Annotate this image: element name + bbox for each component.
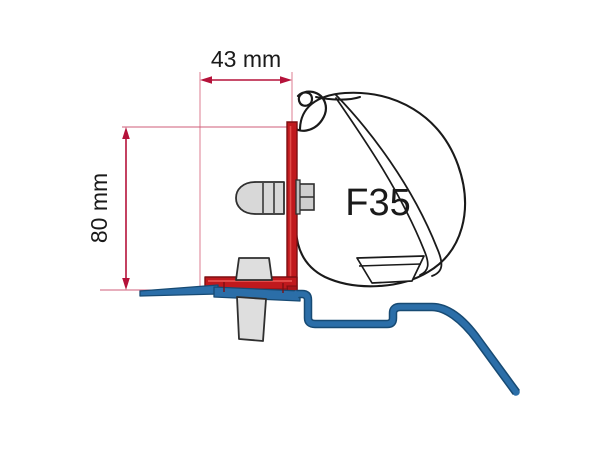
dimension-arrow-left (200, 76, 212, 84)
awning-body-outline (294, 91, 466, 288)
roof-rail-upper-panel (213, 286, 301, 302)
dimension-label-height: 80 mm (86, 173, 112, 243)
dimension-height-80mm: 80 mm (86, 127, 130, 290)
awning-lead-rail-slot (356, 255, 425, 284)
locking-knob-washer (295, 179, 301, 215)
awning-lead-rail-slot-lip (358, 263, 422, 267)
mounting-bolt-shaft (236, 296, 267, 342)
roof-rail-outline-bottom (298, 296, 514, 395)
product-model-label: F35 (345, 182, 410, 224)
awning-fabric-roll-curve-outer (335, 94, 443, 277)
dimension-width-43mm: 43 mm (200, 46, 292, 84)
vehicle-roof-rail-profile (139, 284, 520, 396)
dimension-arrow-top (122, 127, 130, 139)
roof-rail-contour-fill (293, 290, 520, 396)
dimension-label-width: 43 mm (211, 46, 281, 72)
locking-knob-body (235, 181, 285, 215)
dimension-arrow-right (280, 76, 292, 84)
locking-knob (235, 179, 315, 215)
mounting-bolt (223, 257, 284, 342)
hook-curl-path (291, 90, 327, 132)
roof-rail-outline-top (296, 289, 520, 391)
awning-mounting-hook (291, 90, 361, 132)
awning-fabric-roll-curve-inner (335, 97, 429, 276)
awning-case-outline (294, 91, 466, 288)
mounting-bolt-head (235, 257, 273, 281)
dimension-arrow-bottom (122, 278, 130, 290)
hook-tail-path (315, 96, 361, 101)
